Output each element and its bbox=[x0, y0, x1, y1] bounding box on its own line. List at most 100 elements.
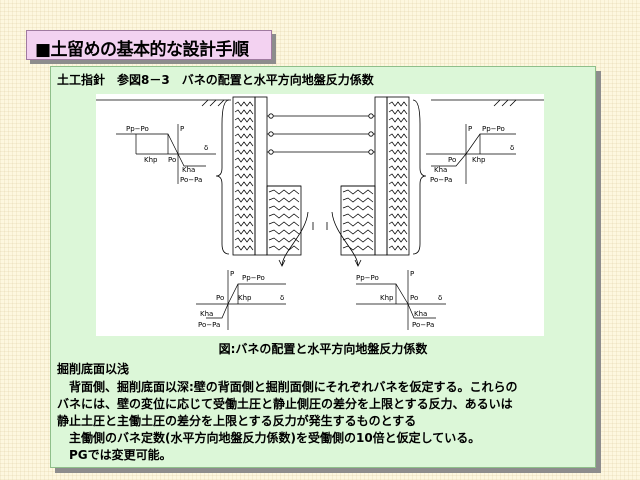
soil-spring bbox=[268, 237, 300, 243]
soil-spring bbox=[342, 205, 374, 211]
soil-spring bbox=[234, 213, 254, 219]
soil-spring bbox=[342, 221, 374, 227]
label-p: P bbox=[230, 270, 234, 278]
body-line: 背面側、掘削底面以深:壁の背面側と掘削面側にそれぞれバネを仮定する。これらの bbox=[57, 380, 518, 394]
soil-spring bbox=[388, 133, 408, 139]
soil-spring bbox=[388, 149, 408, 155]
soil-spring bbox=[234, 221, 254, 227]
label-pp-po: Pp−Po bbox=[356, 274, 379, 282]
label-pp-po: Pp−Po bbox=[242, 274, 265, 282]
soil-spring bbox=[268, 205, 300, 211]
label-po-pa: Po−Pa bbox=[180, 176, 202, 184]
soil-spring bbox=[342, 245, 374, 251]
soil-spring bbox=[268, 189, 300, 195]
soil-spring bbox=[342, 237, 374, 243]
soil-spring bbox=[388, 101, 408, 107]
soil-spring bbox=[234, 133, 254, 139]
label-po-pa: Po−Pa bbox=[198, 321, 220, 329]
label-khp: Khp bbox=[472, 156, 486, 164]
ground-hatch-left bbox=[201, 99, 225, 107]
soil-spring bbox=[234, 141, 254, 147]
soil-spring bbox=[342, 189, 374, 195]
label-po-pa: Po−Pa bbox=[412, 321, 434, 329]
label-po-pa: Po−Pa bbox=[430, 176, 452, 184]
label-p: P bbox=[180, 125, 184, 133]
label-khp: Khp bbox=[380, 294, 394, 302]
right-brace bbox=[412, 99, 427, 255]
graph-upper-right bbox=[426, 124, 516, 184]
soil-spring bbox=[388, 109, 408, 115]
soil-spring bbox=[268, 221, 300, 227]
right-wall-springs bbox=[386, 96, 410, 256]
label-delta: δ bbox=[510, 144, 514, 152]
soil-spring bbox=[388, 245, 408, 251]
soil-spring bbox=[234, 117, 254, 123]
soil-spring bbox=[268, 213, 300, 219]
label-pp-po: Pp−Po bbox=[482, 125, 505, 133]
soil-spring bbox=[342, 197, 374, 203]
soil-spring bbox=[234, 165, 254, 171]
soil-spring bbox=[388, 165, 408, 171]
label-po: Po bbox=[410, 294, 418, 302]
body-line: 主働側のバネ定数(水平方向地盤反力係数)を受働側の10倍と仮定している。 bbox=[57, 431, 481, 445]
label-p: P bbox=[468, 125, 472, 133]
label-delta: δ bbox=[280, 294, 284, 302]
left-wall bbox=[254, 96, 268, 256]
graph-lower-right bbox=[356, 270, 446, 330]
label-khp: Khp bbox=[144, 156, 158, 164]
label-khp: Khp bbox=[238, 294, 252, 302]
label-kha: Kha bbox=[182, 166, 195, 174]
soil-spring bbox=[388, 189, 408, 195]
arrow-to-right-graph bbox=[331, 211, 359, 267]
label-po: Po bbox=[168, 156, 176, 164]
body-line: バネには、壁の変位に応じて受働土圧と静止側圧の差分を上限とする反力、あるいは bbox=[57, 397, 513, 411]
soil-spring bbox=[388, 125, 408, 131]
soil-spring bbox=[388, 117, 408, 123]
arrowhead-right bbox=[354, 259, 362, 267]
soil-spring bbox=[234, 173, 254, 179]
body-line: 静止土圧と主働土圧の差分を上限とする反力が発生するものとする bbox=[57, 414, 417, 428]
left-brace bbox=[215, 99, 230, 255]
label-po: Po bbox=[216, 294, 224, 302]
soil-spring bbox=[388, 237, 408, 243]
label-p: P bbox=[410, 270, 414, 278]
soil-spring bbox=[388, 141, 408, 147]
strut-node bbox=[368, 149, 374, 155]
arrowhead-left bbox=[278, 259, 286, 267]
spring-diagram: Pp−Po P Po Khp Kha Po−Pa δ Pp−Po P Po Kh… bbox=[96, 94, 544, 336]
soil-spring bbox=[234, 101, 254, 107]
title-banner: ■土留めの基本的な設計手順 bbox=[26, 30, 272, 60]
soil-spring bbox=[234, 237, 254, 243]
label-kha: Kha bbox=[200, 310, 213, 318]
soil-spring bbox=[268, 229, 300, 235]
soil-spring bbox=[388, 157, 408, 163]
soil-spring bbox=[234, 157, 254, 163]
body-line: PGでは変更可能。 bbox=[57, 448, 172, 462]
label-pp-po: Pp−Po bbox=[126, 125, 149, 133]
arrow-to-left-graph bbox=[281, 211, 309, 267]
label-delta: δ bbox=[204, 144, 208, 152]
soil-spring bbox=[388, 221, 408, 227]
section-heading: 掘削底面以浅 bbox=[57, 362, 130, 376]
label-po: Po bbox=[448, 156, 456, 164]
soil-spring bbox=[234, 205, 254, 211]
ground-hatch-right bbox=[493, 99, 517, 107]
graph-lower-left bbox=[196, 270, 286, 330]
soil-spring bbox=[234, 189, 254, 195]
soil-spring bbox=[234, 149, 254, 155]
soil-spring bbox=[234, 125, 254, 131]
soil-spring bbox=[268, 245, 300, 251]
soil-spring bbox=[388, 205, 408, 211]
strut-node bbox=[268, 149, 274, 155]
soil-spring bbox=[234, 197, 254, 203]
page-title: ■土留めの基本的な設計手順 bbox=[35, 40, 249, 60]
content-panel: 土工指針 参図8－3 バネの配置と水平方向地盤反力係数 bbox=[50, 66, 596, 468]
soil-spring bbox=[388, 173, 408, 179]
soil-spring bbox=[268, 197, 300, 203]
panel-header: 土工指針 参図8－3 バネの配置と水平方向地盤反力係数 bbox=[57, 73, 374, 87]
label-kha: Kha bbox=[414, 310, 427, 318]
label-delta: δ bbox=[438, 294, 442, 302]
figure-caption: 図:バネの配置と水平方向地盤反力係数 bbox=[218, 342, 428, 356]
soil-spring bbox=[388, 181, 408, 187]
soil-spring bbox=[388, 213, 408, 219]
